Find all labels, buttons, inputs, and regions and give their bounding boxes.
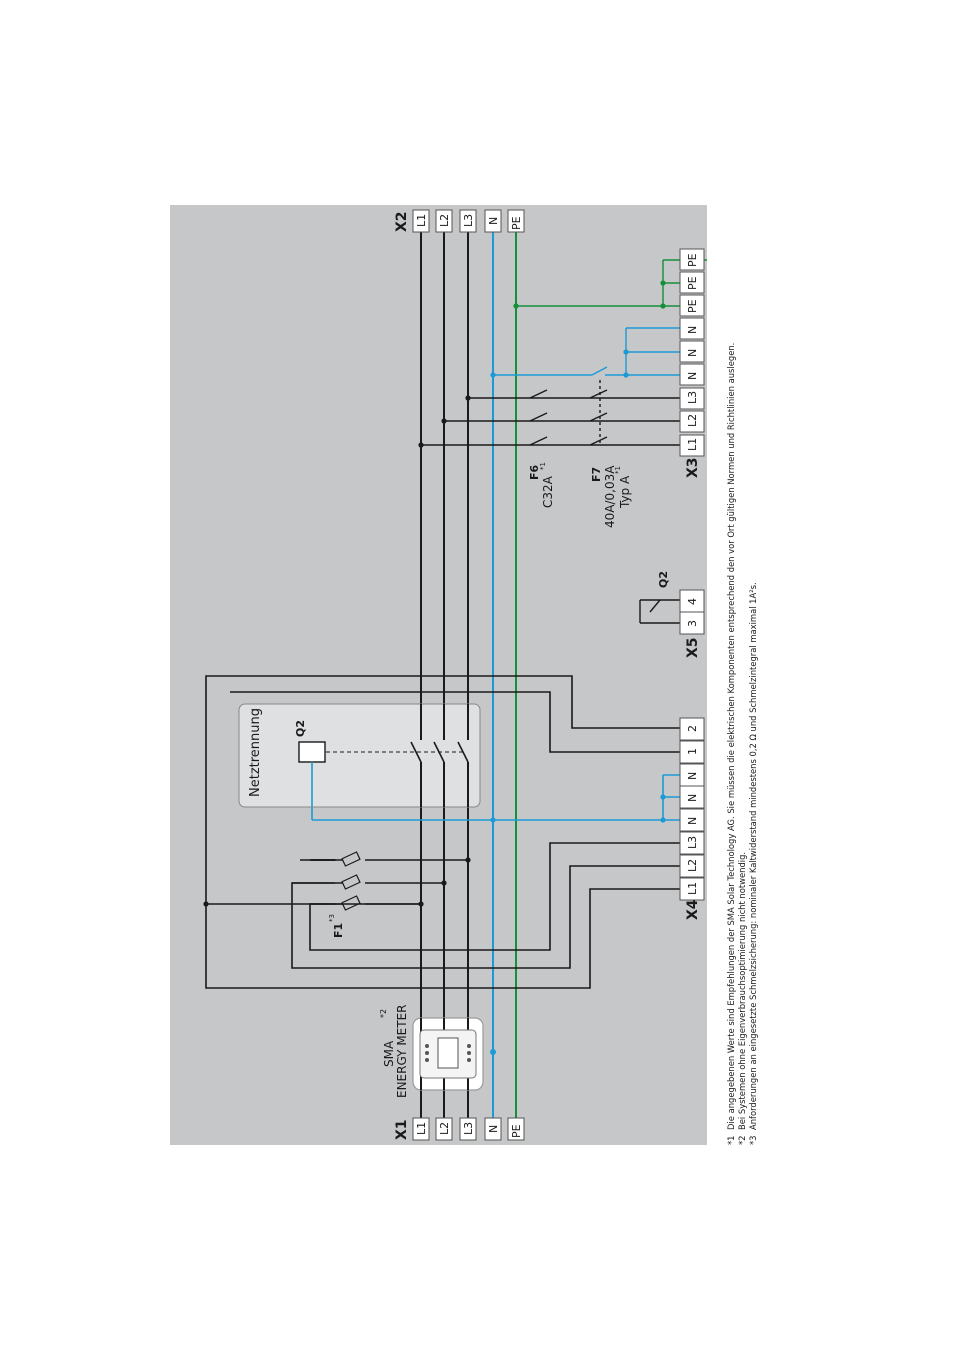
x4-label-7: 1 <box>686 748 699 755</box>
footnotes: *1 Die angegebenen Werte sind Empfehlung… <box>726 343 758 1145</box>
x2-label-l3: L3 <box>462 214 475 227</box>
x2-label-l1: L1 <box>415 214 428 227</box>
f7-breaker-marks <box>589 366 608 446</box>
f7-label: F7 <box>590 467 603 482</box>
terminal-x5 <box>679 589 705 635</box>
x3-label-9: PE <box>686 253 699 267</box>
f6-label: F6 <box>528 464 541 480</box>
terminal-x2 <box>412 209 525 233</box>
f1-fuses <box>341 851 361 911</box>
x1-label-l2: L2 <box>438 1122 451 1135</box>
x4-label-2: L2 <box>686 859 699 872</box>
footnote-1-text: Die angegebenen Werte sind Empfehlungen … <box>726 343 736 1130</box>
meter-note: *2 <box>379 1009 388 1018</box>
f6-rating: C32A <box>541 475 555 508</box>
junction-dots <box>203 280 666 907</box>
f7-note: *1 <box>614 466 622 474</box>
meter-neutral-node <box>490 1049 496 1055</box>
x4-label-8: 2 <box>686 725 699 732</box>
x4-label-5: N <box>686 794 699 802</box>
x3-label-7: PE <box>686 299 699 313</box>
f1-fuse-wires <box>292 859 343 905</box>
q2-coil <box>298 741 326 763</box>
f7-type: Typ A <box>618 475 632 509</box>
x5-name: X5 <box>685 637 701 658</box>
x3-label-1: L1 <box>686 438 699 451</box>
meter-line2: ENERGY METER <box>395 1004 409 1098</box>
f7-rating: 40A/0,03A <box>603 465 617 528</box>
x4-name: X4 <box>685 899 701 920</box>
footnote-3-mark: *3 <box>748 1135 758 1145</box>
f1-note: *3 <box>328 914 336 922</box>
energy-meter-display <box>437 1037 459 1069</box>
terminal-x1 <box>412 1117 525 1141</box>
x4-label-6: N <box>686 772 699 780</box>
x2-label-pe: PE <box>510 216 523 230</box>
main-busbars <box>420 232 517 1118</box>
x3-name: X3 <box>685 457 701 478</box>
footnote-1-mark: *1 <box>726 1135 736 1145</box>
x2-label-l2: L2 <box>438 214 451 227</box>
footnote-2-mark: *2 <box>737 1135 747 1145</box>
x3-label-3: L3 <box>686 391 699 404</box>
x1-label-pe: PE <box>510 1124 523 1138</box>
x5-label-4: 4 <box>686 598 699 605</box>
x4-label-4: N <box>686 817 699 825</box>
q2-aux-contact-mark <box>649 599 661 613</box>
footnote-2-text: Bei Systemen ohne Eigenverbrauchsoptimie… <box>737 852 747 1130</box>
q2-relay-label: Q2 <box>294 720 307 737</box>
x1-name: X1 <box>394 1119 410 1140</box>
q2-contact-label: Q2 <box>657 571 670 588</box>
x2-name: X2 <box>394 211 410 232</box>
terminal-x3 <box>679 248 705 457</box>
x1-label-l1: L1 <box>415 1122 428 1135</box>
netztrennung-label: Netztrennung <box>248 708 263 797</box>
x3-label-5: N <box>686 349 699 357</box>
f6-breaker-marks <box>529 389 548 446</box>
f1-label: F1 <box>332 923 345 938</box>
f6-note: *1 <box>539 462 547 470</box>
x1-label-n: N <box>487 1125 500 1133</box>
x3-label-4: N <box>686 372 699 380</box>
x3-label-6: N <box>686 326 699 334</box>
terminal-x4 <box>679 717 705 901</box>
x4-label-1: L1 <box>686 882 699 895</box>
x4-label-3: L3 <box>686 836 699 849</box>
x1-label-l3: L3 <box>462 1122 475 1135</box>
x3-label-2: L2 <box>686 414 699 427</box>
x2-label-n: N <box>487 217 500 225</box>
energy-meter-terminals <box>425 1044 471 1062</box>
meter-line1: SMA <box>382 1040 396 1067</box>
x5-label-3: 3 <box>686 620 699 627</box>
x3-label-8: PE <box>686 276 699 290</box>
netztrennung-box <box>238 703 481 808</box>
footnote-3-text: Anforderungen an eingesetzte Schmelzsich… <box>748 582 758 1130</box>
